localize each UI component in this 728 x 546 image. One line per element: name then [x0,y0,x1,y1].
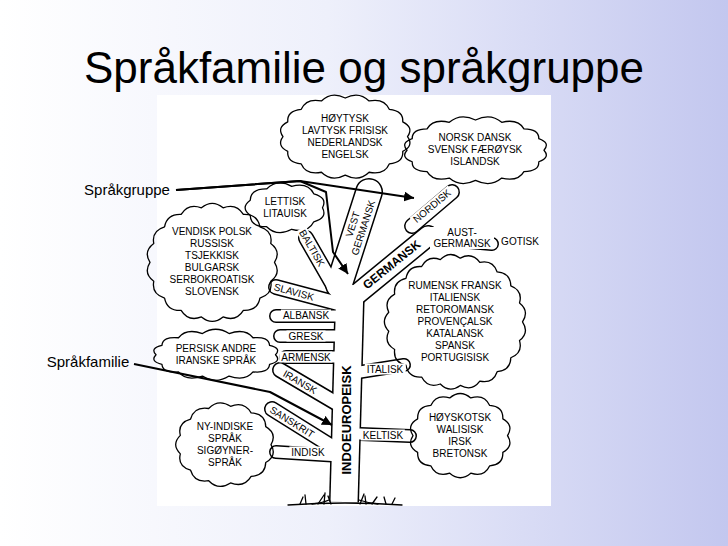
branch-fill [276,311,340,322]
leader-arrow [134,364,332,425]
cloud-outline [404,117,546,184]
language-cloud: NORSK DANSK SVENSK FÆRØYSK ISLANDSK [403,116,548,184]
branch-fill [280,331,340,342]
cloud-text-group: LETTISK LITAUISK [260,196,310,220]
picture-ground [157,95,551,506]
cloud-outline [384,255,525,390]
cloud-outline [280,95,409,178]
language-list: HØYTYSK LAVTYSK FRISISK NEDERLANDSK ENGE… [300,113,390,161]
branch-label: AUST- GERMANSK [430,227,494,249]
grass-tufts [300,493,395,504]
cloud-text-group: HØYTYSK LAVTYSK FRISISK NEDERLANDSK ENGE… [300,113,390,161]
language-list: RUMENSK FRANSK ITALIENSK RETOROMANSK PRO… [406,280,504,364]
cloud-text-group: PERSISK ANDRE IRANSKE SPRÅK [173,343,259,367]
language-list: NY-INDISKE SPRÅK SIGØYNER- SPRÅK [193,421,257,469]
branch-label: GOTISK [499,236,541,247]
slide-title: Språkfamilie og språkgruppe [0,46,728,90]
language-list: HØYSKOTSK WALISISK IRSK BRETONSK [427,412,493,460]
cloud-text-group: NY-INDISKE SPRÅK SIGØYNER- SPRÅK [193,421,257,469]
ground-line [288,503,402,505]
cloud-text-group: HØYSKOTSK WALISISK IRSK BRETONSK [427,412,493,460]
language-list: VENDISK POLSK RUSSISK TSJEKKISK BULGARSK… [167,226,257,298]
language-cloud: HØYSKOTSK WALISISK IRSK BRETONSK [409,393,512,478]
branch-label: KELTISK [361,430,405,441]
branch-label: GRESK [286,331,325,342]
language-cloud: HØYTYSK LAVTYSK FRISISK NEDERLANDSK ENGE… [279,94,412,179]
cloud-outline [410,394,509,478]
language-list: PERSISK ANDRE IRANSKE SPRÅK [173,343,259,367]
cloud-text-group: RUMENSK FRANSK ITALIENSK RETOROMANSK PRO… [406,280,504,364]
language-cloud: VENDISK POLSK RUSSISK TSJEKKISK BULGARSK… [146,203,279,322]
language-cloud: PERSISK ANDRE IRANSKE SPRÅK [152,329,280,381]
cloud-text-group: NORSK DANSK SVENSK FÆRØYSK ISLANDSK [425,132,525,168]
tree-branch [276,309,340,323]
language-list: NORSK DANSK SVENSK FÆRØYSK ISLANDSK [425,132,525,168]
callout-label: Språkfamilie [45,354,132,370]
branch-label: ITALISK [365,364,406,375]
branch-label: ARMENSK [279,352,332,363]
cloud-outline [154,329,278,380]
tree-branch [280,329,340,343]
trunk-label: INDOEUROPEISK [340,363,354,476]
leader-arrow [176,181,414,198]
branch-label: INDISK [289,447,326,458]
cloud-outline [176,403,274,487]
cloud-outline [245,183,324,233]
grass [288,493,402,505]
language-cloud: LETTISK LITAUISK [244,182,327,234]
cloud-outline [147,203,277,321]
language-cloud: NY-INDISKE SPRÅK SIGØYNER- SPRÅK [175,402,275,487]
language-list: LETTISK LITAUISK [260,196,310,220]
cloud-text-group: VENDISK POLSK RUSSISK TSJEKKISK BULGARSK… [167,226,257,298]
branch-label: ALBANSK [281,310,331,321]
callout-label: Språkgruppe [82,182,172,198]
